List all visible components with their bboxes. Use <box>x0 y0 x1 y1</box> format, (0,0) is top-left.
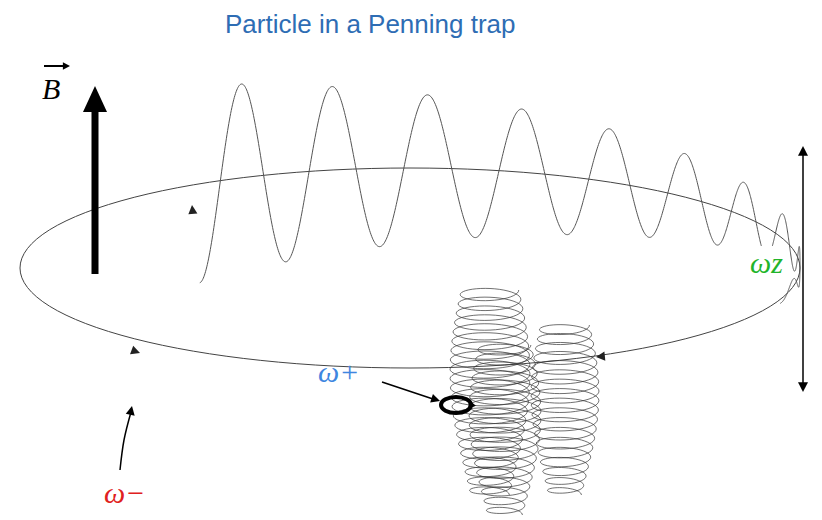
double-arrow-head <box>798 146 808 156</box>
cyclotron-loop <box>441 397 471 413</box>
cyclotron-helix <box>450 288 530 495</box>
cyclotron-helix <box>531 325 599 495</box>
loop-arrowhead <box>468 400 476 409</box>
field-arrow <box>92 108 99 274</box>
orbit-arrowhead <box>130 346 140 355</box>
frequency-label: ω− <box>104 476 145 509</box>
wave-arrowhead <box>188 205 197 214</box>
vector-accent-head <box>63 62 70 69</box>
frequency-label: ωz <box>748 246 785 279</box>
cyclotron-helix <box>469 344 541 515</box>
field-arrowhead <box>83 86 107 112</box>
axial-double-arrow <box>802 152 804 386</box>
magnetron-orbit <box>20 168 800 368</box>
axial-oscillation <box>200 84 800 303</box>
field-symbol: B <box>42 72 60 105</box>
leader-head <box>430 394 440 403</box>
figure-title: Particle in a Penning trap <box>225 10 516 39</box>
omega-minus-leader <box>120 412 131 470</box>
leader-head <box>126 406 135 416</box>
orbit-arrowhead <box>596 352 605 361</box>
frequency-label: ω+ <box>318 355 359 388</box>
double-arrow-head <box>798 382 808 392</box>
omega-plus-leader <box>382 382 436 400</box>
vector-accent <box>44 65 66 67</box>
